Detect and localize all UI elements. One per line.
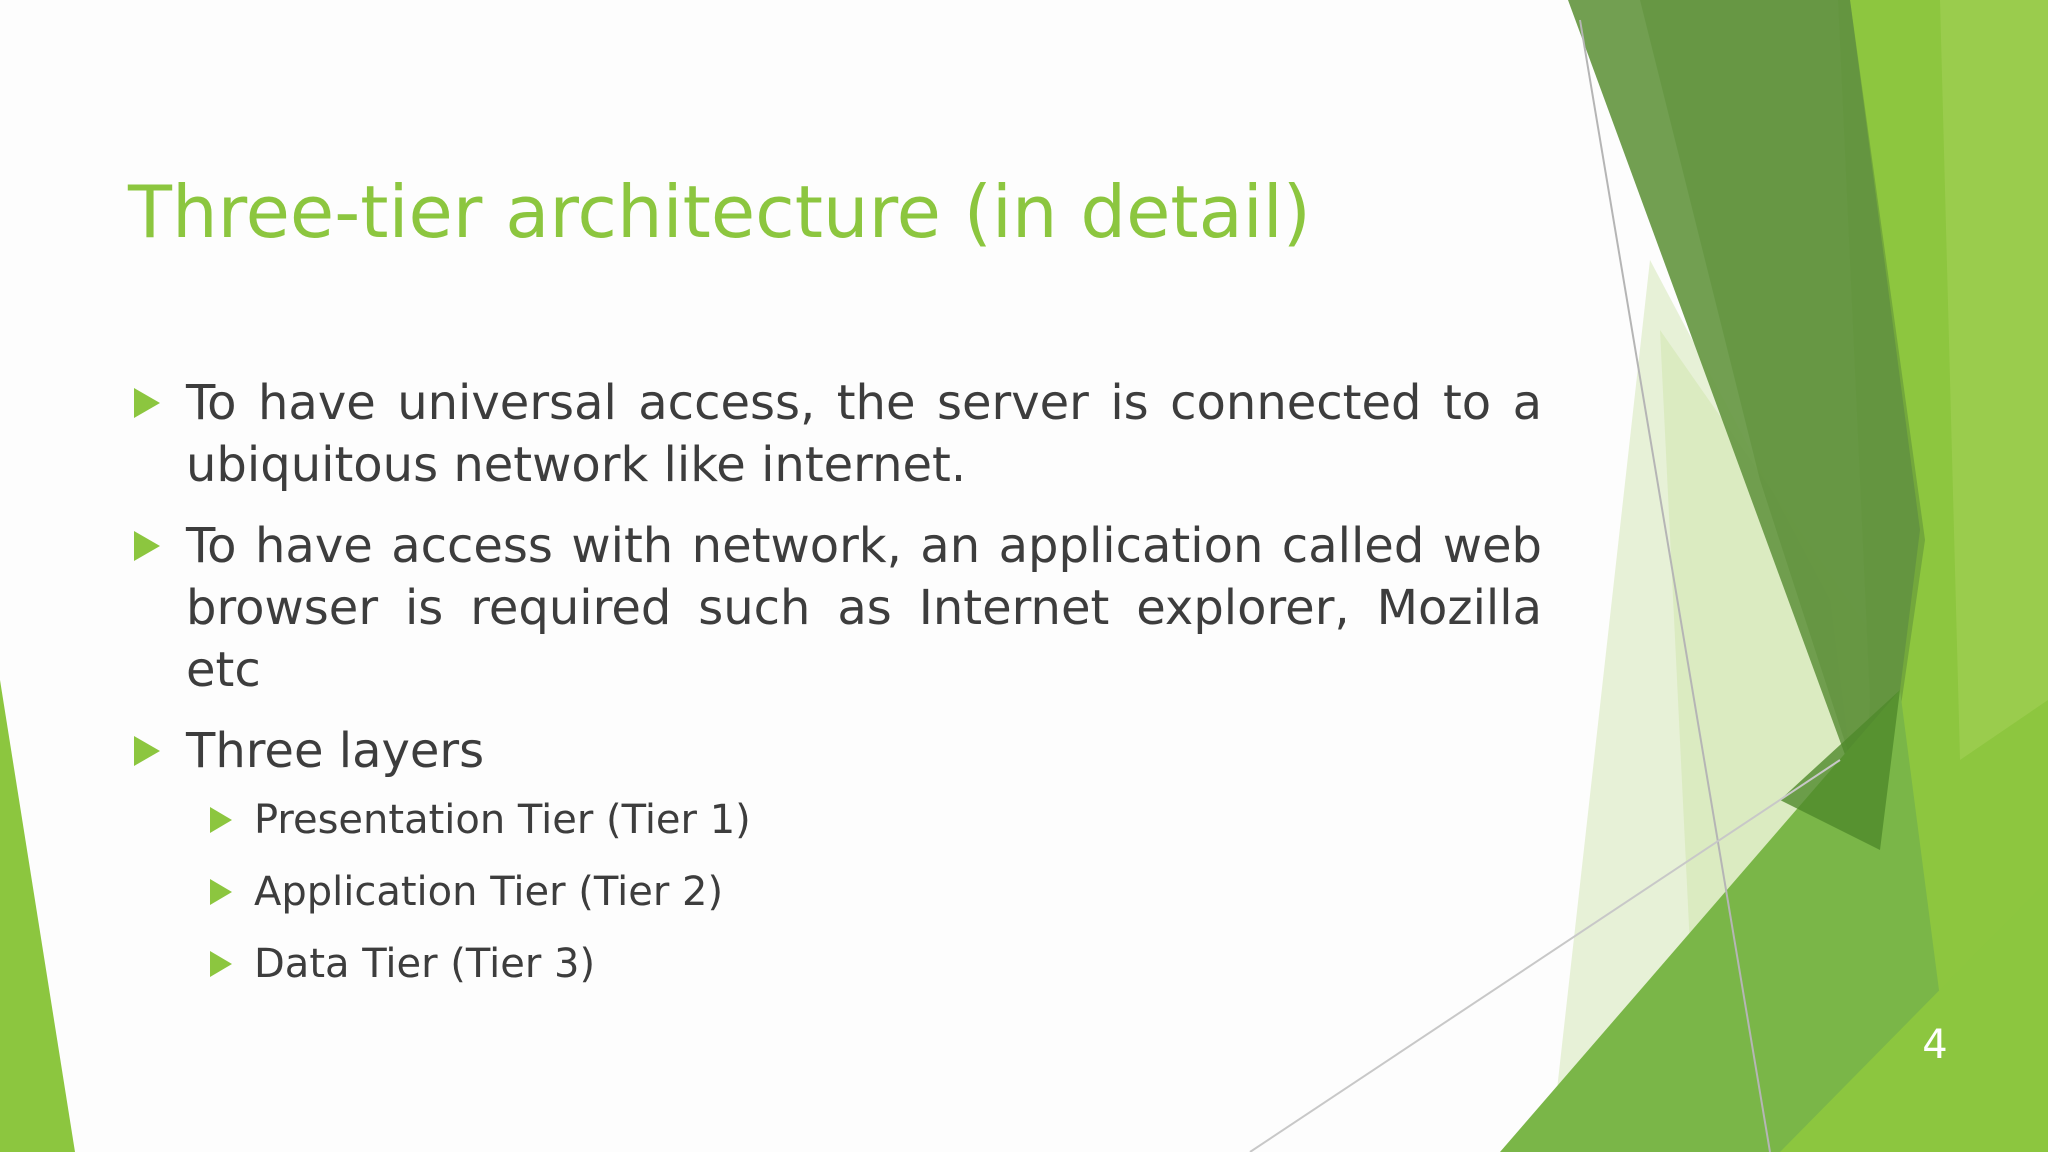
sub-bullet-group: Presentation Tier (Tier 1) Application T… [130,794,1542,990]
bullet-arrow-icon [134,388,160,418]
sub-bullet-text: Presentation Tier (Tier 1) [254,797,751,843]
bullet-arrow-icon [134,531,160,561]
bullet-item: To have universal access, the server is … [130,372,1542,496]
sub-bullet-text: Application Tier (Tier 2) [254,869,724,915]
sub-bullet-list: Presentation Tier (Tier 1) Application T… [130,794,1542,990]
bullet-text: To have access with network, an applicat… [186,518,1542,698]
sub-bullet-item: Data Tier (Tier 3) [130,938,1542,990]
sub-bullet-arrow-icon [210,879,232,905]
sub-bullet-text: Data Tier (Tier 3) [254,941,596,987]
page-number: 4 [1922,1022,1948,1068]
bullet-arrow-icon [134,736,160,766]
bullet-item: Three layers [130,720,1542,782]
bullet-item: To have access with network, an applicat… [130,515,1542,701]
dark-green-wedge-2 [1640,0,1925,850]
lower-right-bright [1780,880,2048,1152]
bullet-text: To have universal access, the server is … [186,375,1542,493]
sub-bullet-item: Application Tier (Tier 2) [130,866,1542,918]
sub-bullet-arrow-icon [210,951,232,977]
thin-line-1 [1579,19,1771,1152]
bullet-list: To have universal access, the server is … [130,372,1542,1010]
sub-bullet-arrow-icon [210,807,232,833]
lower-green-triangle-dark [1780,690,1900,850]
thin-line-2 [1249,759,1841,1152]
slide-title: Three-tier architecture (in detail) [128,170,1311,254]
bullet-text: Three layers [186,723,485,779]
right-bright-column-light [1940,0,2048,760]
sub-bullet-item: Presentation Tier (Tier 1) [130,794,1542,846]
left-green-sliver [0,680,75,1152]
